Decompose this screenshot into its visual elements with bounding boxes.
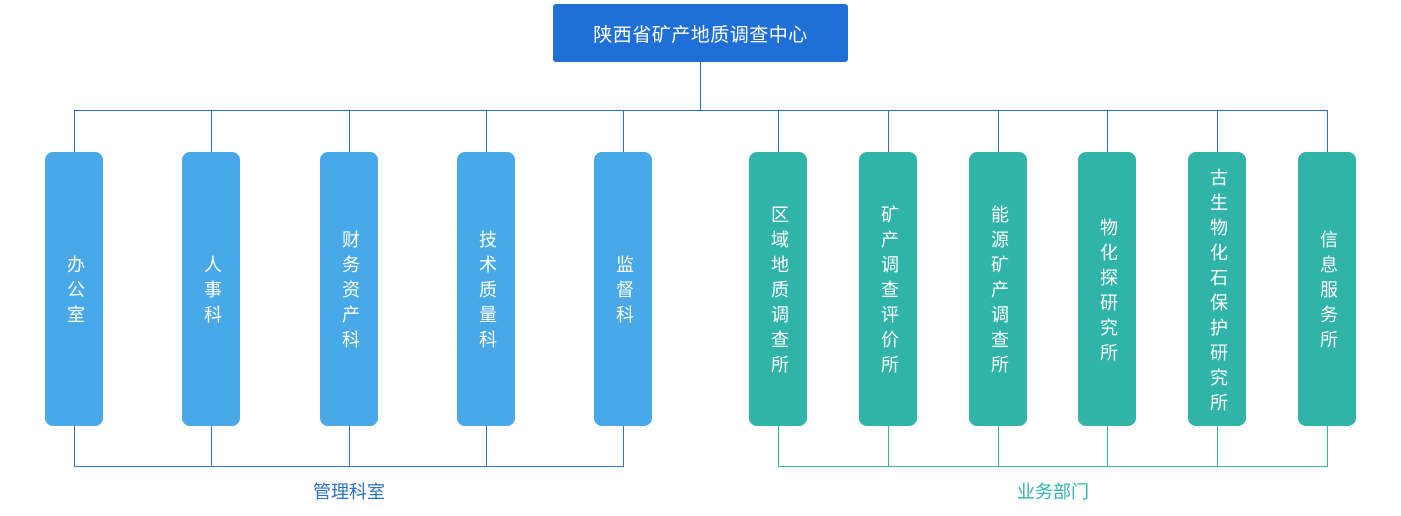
management-group-label: 管理科室 (313, 482, 385, 503)
unit-finance: 财务资产科 (320, 152, 378, 426)
root-node: 陕西省矿产地质调查中心 (553, 4, 848, 62)
unit-label: 财务资产科 (339, 230, 360, 355)
top-connectors (74, 62, 1328, 152)
unit-office: 办公室 (45, 152, 103, 426)
unit-label: 矿产调查评价所 (878, 205, 899, 380)
unit-label: 技术质量科 (476, 230, 497, 355)
unit-label: 办公室 (64, 255, 85, 330)
business-group-label: 业务部门 (1017, 482, 1089, 503)
management-bottom-connectors (74, 426, 624, 467)
unit-regional-geology: 区域地质调查所 (749, 152, 807, 426)
unit-mineral-survey: 矿产调查评价所 (859, 152, 917, 426)
unit-personnel: 人事科 (182, 152, 240, 426)
unit-info-service: 信息服务所 (1298, 152, 1356, 426)
unit-label: 物化探研究所 (1097, 217, 1118, 368)
unit-label: 古生物化石保护研究所 (1207, 167, 1228, 418)
unit-geophysical: 物化探研究所 (1078, 152, 1136, 426)
business-bottom-connectors (778, 426, 1328, 467)
unit-paleontology: 古生物化石保护研究所 (1188, 152, 1246, 426)
unit-supervision: 监督科 (594, 152, 652, 426)
unit-label: 监督科 (613, 255, 634, 330)
unit-energy-minerals: 能源矿产调查所 (969, 152, 1027, 426)
unit-label: 信息服务所 (1317, 230, 1338, 355)
unit-label: 人事科 (201, 255, 222, 330)
unit-label: 区域地质调查所 (768, 205, 789, 380)
unit-tech-quality: 技术质量科 (457, 152, 515, 426)
unit-label: 能源矿产调查所 (988, 205, 1009, 380)
root-title: 陕西省矿产地质调查中心 (593, 23, 808, 46)
